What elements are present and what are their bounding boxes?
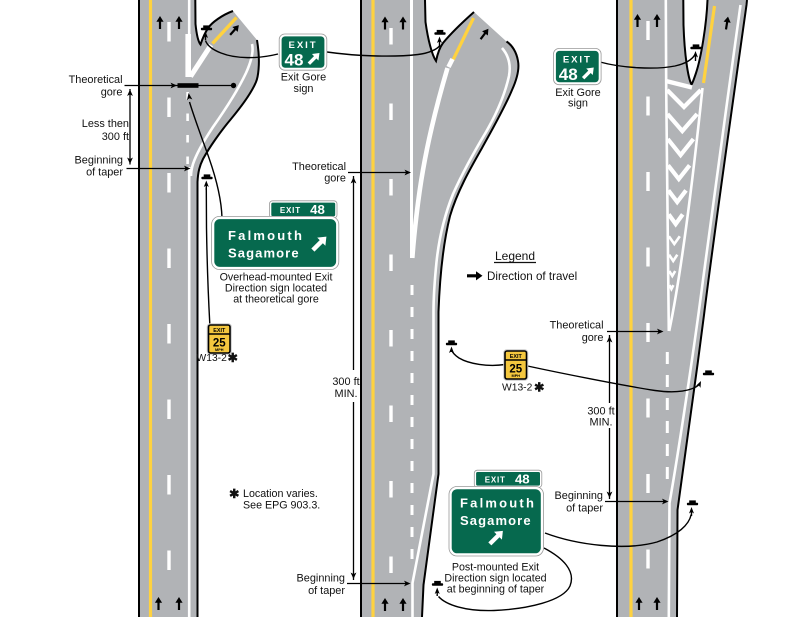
- svg-text:sign: sign: [568, 98, 588, 110]
- svg-text:MIN.: MIN.: [590, 417, 613, 429]
- svg-text:MPH: MPH: [512, 374, 521, 378]
- svg-text:W13-2: W13-2: [502, 382, 533, 393]
- svg-text:MIN.: MIN.: [335, 388, 358, 400]
- svg-text:Beginning: Beginning: [75, 155, 123, 167]
- svg-text:48: 48: [559, 65, 578, 84]
- svg-text:Less then: Less then: [82, 118, 129, 130]
- svg-text:Theoretical: Theoretical: [292, 161, 346, 173]
- svg-text:48: 48: [284, 51, 303, 70]
- svg-text:300 ft: 300 ft: [102, 131, 129, 143]
- svg-text:Legend: Legend: [495, 249, 535, 263]
- svg-text:25: 25: [213, 338, 226, 350]
- svg-text:gore: gore: [324, 173, 346, 185]
- svg-text:✱: ✱: [228, 351, 239, 365]
- svg-text:gore: gore: [101, 87, 123, 99]
- svg-text:Beginning: Beginning: [555, 490, 603, 502]
- svg-text:25: 25: [509, 364, 522, 376]
- svg-text:Falmouth: Falmouth: [460, 496, 536, 511]
- svg-text:Direction of travel: Direction of travel: [487, 270, 577, 283]
- svg-text:Exit Gore: Exit Gore: [555, 87, 600, 99]
- svg-text:Exit Gore: Exit Gore: [281, 72, 326, 84]
- svg-text:MPH: MPH: [215, 348, 224, 352]
- svg-text:of taper: of taper: [308, 585, 345, 597]
- svg-text:Location varies.: Location varies.: [243, 488, 318, 500]
- svg-text:✱: ✱: [534, 381, 545, 395]
- svg-text:at theoretical gore: at theoretical gore: [233, 294, 319, 306]
- svg-text:Beginning: Beginning: [297, 573, 345, 585]
- svg-text:300 ft: 300 ft: [587, 406, 614, 418]
- svg-text:Direction sign located: Direction sign located: [225, 283, 327, 295]
- svg-text:Sagamore: Sagamore: [460, 513, 532, 528]
- svg-text:Theoretical: Theoretical: [550, 320, 604, 332]
- svg-text:✱: ✱: [229, 487, 240, 501]
- svg-text:EXIT: EXIT: [213, 328, 226, 334]
- svg-text:Post-mounted Exit: Post-mounted Exit: [452, 562, 539, 574]
- svg-text:Overhead-mounted Exit: Overhead-mounted Exit: [220, 272, 333, 284]
- svg-text:300 ft: 300 ft: [332, 376, 359, 388]
- svg-text:sign: sign: [294, 83, 314, 95]
- svg-text:EXIT: EXIT: [563, 55, 592, 66]
- svg-text:Sagamore: Sagamore: [228, 246, 300, 261]
- svg-text:Theoretical: Theoretical: [69, 74, 123, 86]
- svg-text:of taper: of taper: [86, 167, 123, 179]
- svg-text:EXIT: EXIT: [280, 206, 301, 215]
- svg-text:at beginning of taper: at beginning of taper: [447, 584, 545, 596]
- svg-text:Direction sign located: Direction sign located: [444, 573, 546, 585]
- svg-text:EXIT: EXIT: [289, 40, 318, 51]
- svg-text:EXIT: EXIT: [485, 476, 506, 485]
- svg-text:See EPG 903.3.: See EPG 903.3.: [243, 500, 320, 512]
- svg-text:of taper: of taper: [566, 503, 603, 515]
- svg-text:48: 48: [515, 471, 530, 486]
- svg-text:EXIT: EXIT: [510, 354, 523, 360]
- svg-text:W13-2: W13-2: [197, 353, 228, 364]
- svg-text:48: 48: [310, 202, 325, 217]
- svg-text:gore: gore: [582, 332, 604, 344]
- svg-text:Falmouth: Falmouth: [228, 228, 304, 243]
